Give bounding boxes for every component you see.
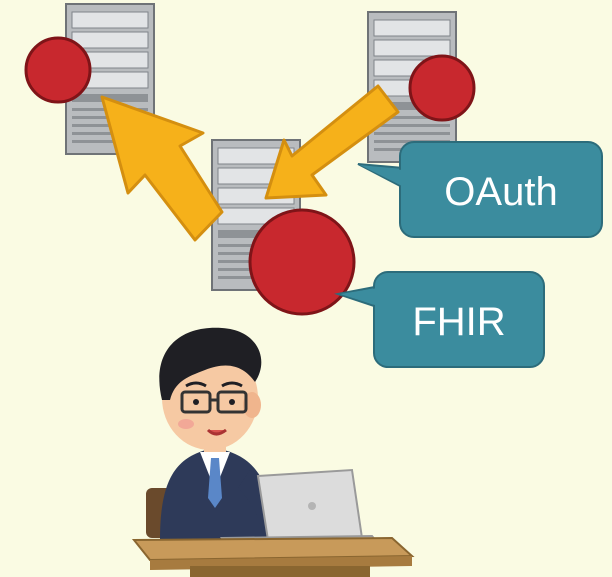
fhir-label: FHIR [412, 300, 505, 344]
oauth-label: OAuth [444, 170, 557, 214]
oauth-callout: OAuth [357, 141, 603, 238]
arrow-from-right-server-icon [264, 84, 400, 200]
node-right [408, 54, 476, 122]
person-at-laptop-icon [146, 327, 286, 540]
node-left [24, 36, 92, 104]
desk-icon [131, 536, 415, 577]
node-center [248, 208, 356, 316]
arrow-to-left-server-icon [100, 95, 224, 242]
fhir-callout: FHIR [334, 271, 545, 368]
